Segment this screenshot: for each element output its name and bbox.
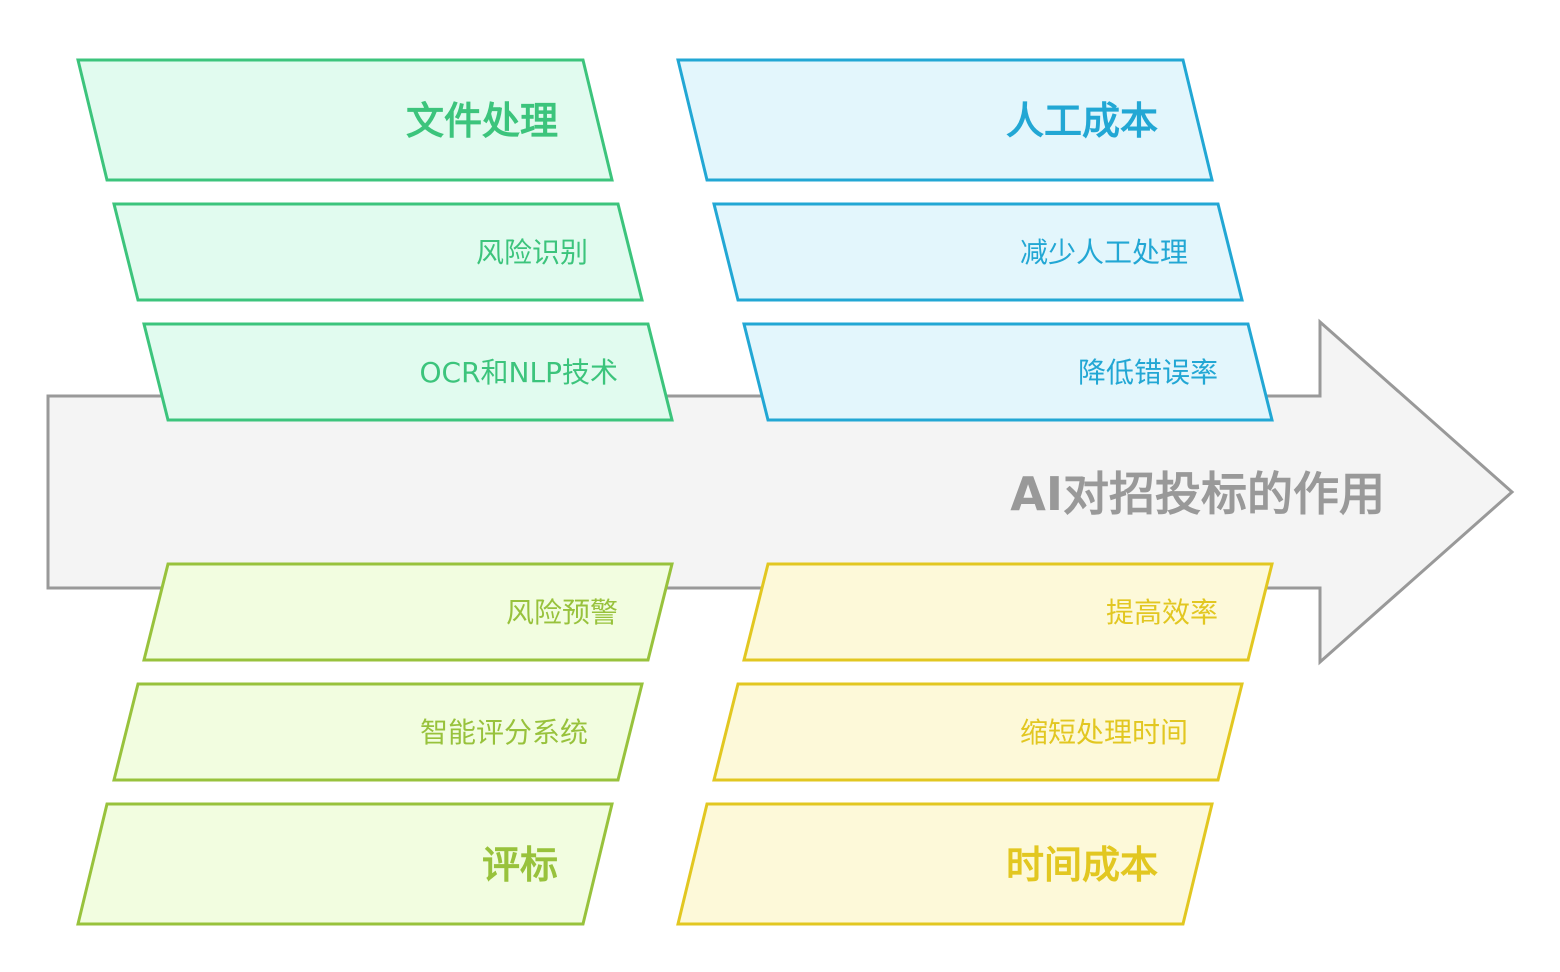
item-label: 缩短处理时间 bbox=[1020, 716, 1188, 749]
header-box bbox=[676, 58, 1214, 182]
item-box bbox=[142, 562, 674, 662]
header-label: 人工成本 bbox=[1006, 99, 1158, 143]
item-label: OCR和NLP技术 bbox=[420, 356, 618, 389]
item-label: 风险预警 bbox=[506, 596, 618, 629]
item-box bbox=[112, 202, 644, 302]
item-label: 智能评分系统 bbox=[420, 716, 588, 749]
group-evaluation: 风险预警 智能评分系统 评标 bbox=[76, 562, 674, 926]
group-time-cost: 提高效率 缩短处理时间 时间成本 bbox=[676, 562, 1274, 926]
header-box bbox=[76, 58, 614, 182]
item-label: 提高效率 bbox=[1106, 596, 1218, 629]
header-box bbox=[676, 802, 1214, 926]
item-box bbox=[142, 322, 674, 422]
header-label: 文件处理 bbox=[406, 99, 558, 143]
item-label: 风险识别 bbox=[476, 236, 588, 269]
item-box bbox=[712, 202, 1244, 302]
header-label: 评标 bbox=[482, 843, 558, 887]
item-box bbox=[712, 682, 1244, 782]
arrow-title: AI对招投标的作用 bbox=[1010, 467, 1385, 521]
item-box bbox=[742, 562, 1274, 662]
group-labor-cost: 人工成本 减少人工处理 降低错误率 bbox=[676, 58, 1274, 422]
item-label: 减少人工处理 bbox=[1020, 236, 1188, 269]
group-file-processing: 文件处理 风险识别 OCR和NLP技术 bbox=[76, 58, 674, 422]
item-box bbox=[742, 322, 1274, 422]
item-label: 降低错误率 bbox=[1078, 356, 1218, 389]
item-box bbox=[112, 682, 644, 782]
header-label: 时间成本 bbox=[1006, 843, 1158, 887]
header-box bbox=[76, 802, 614, 926]
